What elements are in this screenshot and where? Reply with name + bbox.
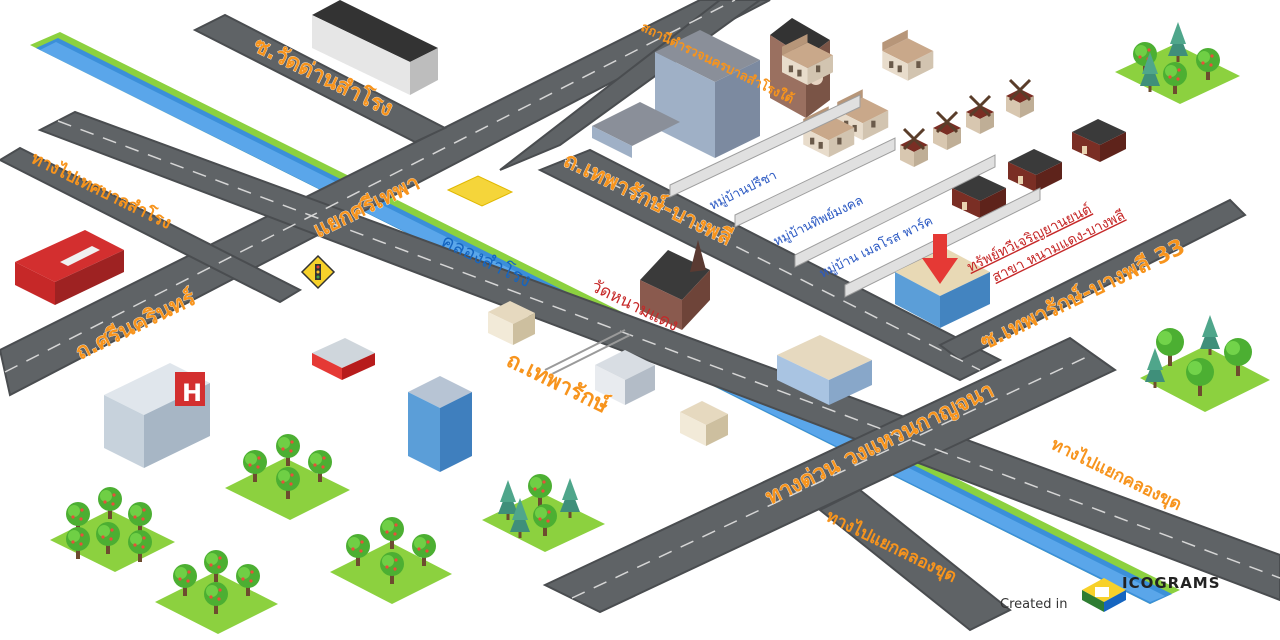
- svg-text:H: H: [182, 379, 202, 407]
- tree-patches: [50, 22, 1270, 634]
- credit-brand: ICOGRAMS: [1122, 574, 1221, 592]
- police-station-building: [592, 30, 760, 158]
- yellow-crossing-box: [446, 175, 514, 207]
- credit-badge: Created in ICOGRAMS: [1000, 574, 1221, 612]
- credit-created-in: Created in: [1000, 597, 1067, 612]
- village-houses: [782, 29, 1126, 218]
- red-factory-building: [15, 230, 124, 305]
- hospital-building: H: [104, 363, 210, 468]
- blue-office-tower: [408, 376, 472, 472]
- temple-building: [640, 240, 710, 330]
- warehouse-building: [312, 0, 438, 95]
- location-marker-arrow: [922, 234, 958, 284]
- small-shop-buildings: [312, 301, 872, 446]
- traffic-light-sign: [300, 254, 336, 290]
- railway-track: [544, 329, 631, 376]
- icograms-logo-icon: [1082, 578, 1126, 612]
- lane-markings: [4, 0, 1280, 599]
